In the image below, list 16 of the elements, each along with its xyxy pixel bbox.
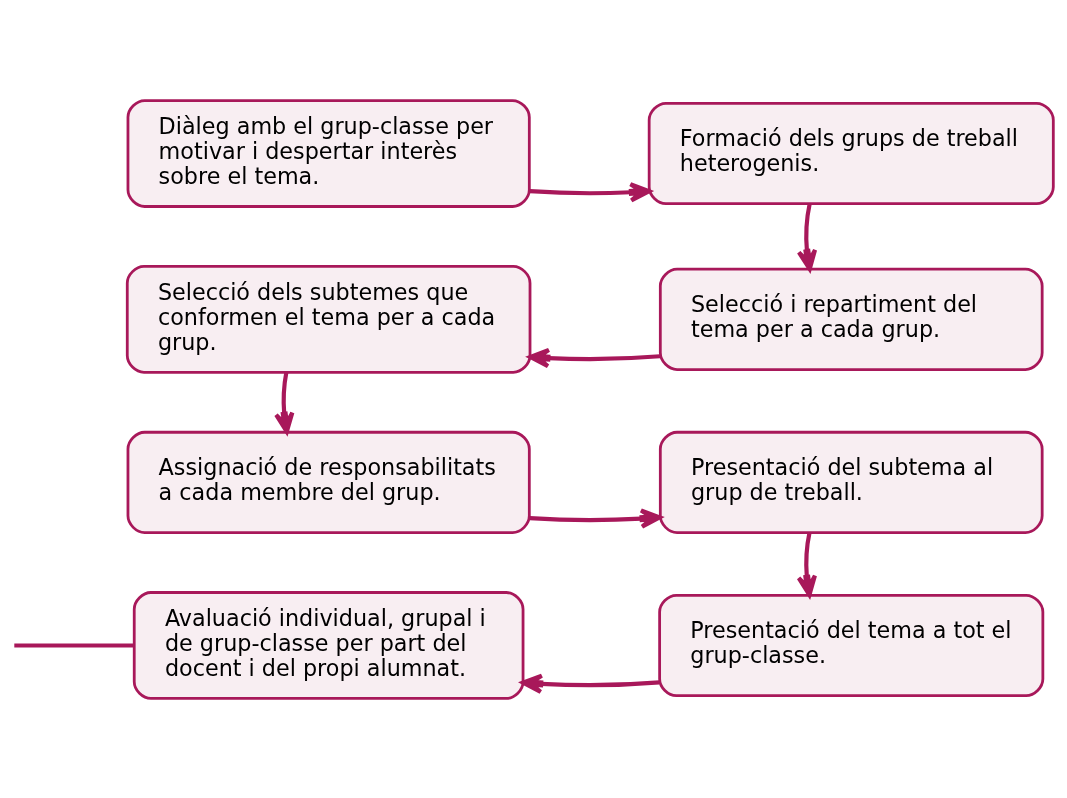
arrow: [274, 371, 295, 434]
arrow: [521, 673, 660, 694]
arrow: [529, 181, 652, 202]
node-box: Formació dels grups de treball heterogenis.: [647, 101, 1055, 205]
node-box: Selecció dels subtemes que conformen el tema per a cada grup.: [125, 264, 532, 374]
node-box: Assignació de responsabilitats a cada membre del grup.: [126, 430, 531, 534]
node-box: Avaluació individual, grupal i de grup-classe per part del docent i del propi alumnat.: [132, 590, 525, 700]
arrow: [529, 507, 662, 529]
node-box: Presentació del tema a tot el grup-classe.: [658, 593, 1045, 697]
node-box: Selecció i repartiment del tema per a cada grup.: [658, 267, 1044, 371]
arrow: [796, 202, 818, 271]
connector: [14, 642, 135, 648]
arrow: [528, 347, 661, 368]
node-box: Presentació del subtema al grup de treball.: [658, 430, 1044, 534]
arrow: [796, 531, 817, 597]
node-box: Diàleg amb el grup-classe per motivar i despertar interès sobre el tema.: [126, 98, 531, 208]
